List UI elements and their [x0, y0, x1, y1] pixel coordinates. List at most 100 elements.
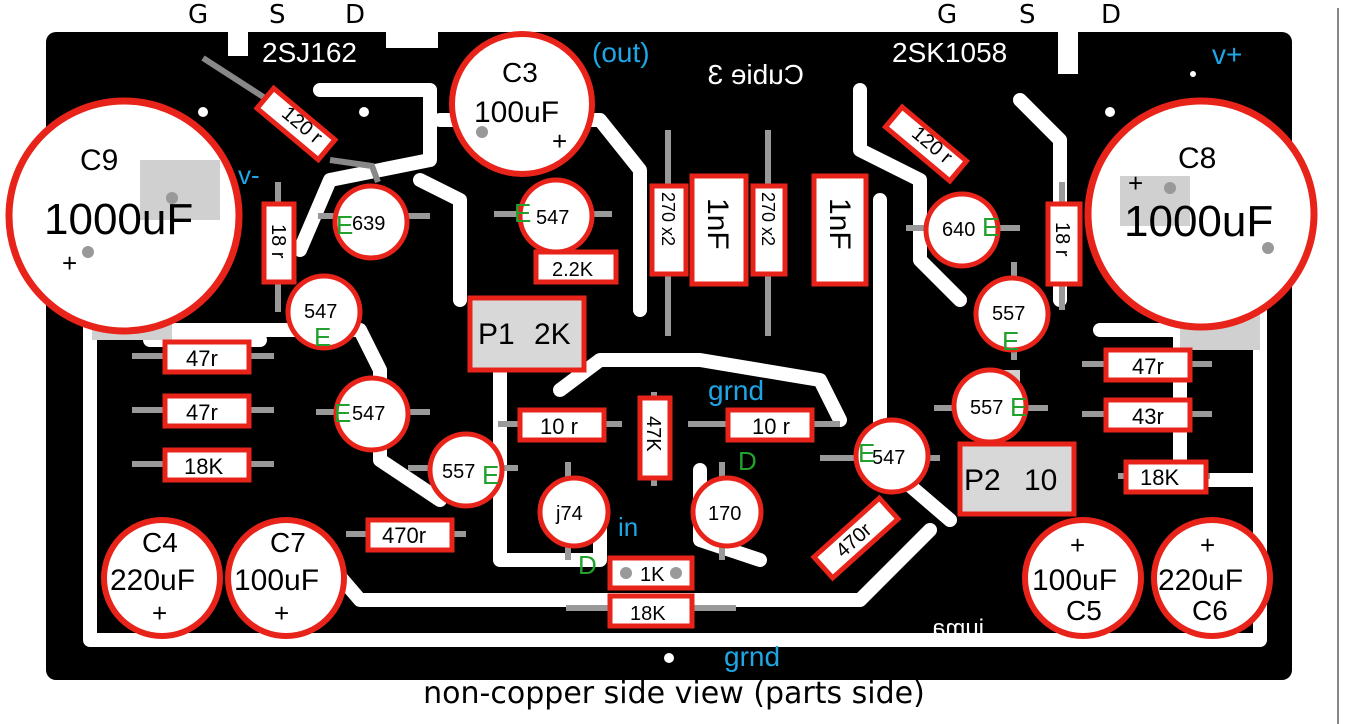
cap-c6-value: 220uF — [1158, 564, 1243, 597]
cap-c9: C9 1000uF + — [5, 97, 243, 335]
board-notch-mid — [386, 26, 438, 48]
mirrored-signature: juma — [931, 615, 985, 642]
resistor-18k-bottom: 18K — [607, 593, 695, 629]
resistor-47-a-label: 47r — [186, 346, 218, 371]
cap-c7: C7 100uF + — [225, 517, 347, 639]
resistor-2k2-label: 2.2K — [552, 259, 594, 281]
resistor-47k-label: 47K — [642, 416, 664, 452]
left-pin-g: G — [188, 0, 209, 30]
transistor-547-right: 547 E — [853, 417, 931, 495]
cap-1nf-b: 1nF — [811, 173, 869, 287]
gate-wire-left — [201, 55, 270, 103]
figure-caption: non-copper side view (parts side) — [423, 676, 925, 711]
cap-c4: C4 220uF + — [101, 517, 223, 639]
net-in-label: in — [618, 512, 638, 542]
transistor-639: 639 E — [332, 183, 410, 261]
cap-c3: C3 100uF + — [449, 31, 595, 177]
transistor-639-label: 639 — [352, 213, 385, 235]
transistor-j74: j74 D — [537, 475, 611, 580]
net-grnd-top-label: grnd — [708, 375, 764, 406]
pot-p1-value: 2K — [534, 318, 571, 351]
resistor-18k-left: 18K — [162, 447, 252, 483]
transistor-547-right-pin: E — [858, 438, 875, 468]
resistor-18-right-label: 18 r — [1051, 222, 1073, 257]
transistor-547-mid-pin: E — [334, 398, 351, 428]
transistor-557-right-label: 557 — [970, 397, 1003, 419]
pot-p2: P2 10 — [957, 441, 1077, 517]
transistor-557-left-pin: E — [482, 460, 499, 490]
right-pin-d: D — [1101, 0, 1122, 30]
resistor-18-left: 18 r — [261, 201, 297, 285]
resistor-2k2: 2.2K — [533, 249, 619, 285]
cap-c5-value: 100uF — [1032, 564, 1117, 597]
cap-c9-name: C9 — [80, 144, 118, 177]
resistor-18k-right-label: 18K — [1140, 465, 1179, 490]
cap-c3-value: 100uF — [474, 96, 559, 129]
cap-c9-value: 1000uF — [44, 195, 193, 244]
left-mosfet-label: 2SJ162 — [262, 37, 357, 68]
transistor-557-top: 557 E — [973, 275, 1051, 356]
transistor-547-left-pin: E — [314, 322, 331, 352]
cap-c6: + 220uF C6 — [1151, 517, 1273, 639]
transistor-547-left: 547 E — [285, 273, 363, 352]
resistor-470-a: 470r — [365, 517, 455, 553]
transistor-547-mid-label: 547 — [352, 403, 385, 425]
left-pin-d: D — [345, 0, 366, 30]
cap-c7-name: C7 — [270, 527, 306, 558]
resistor-270-a: 270 x2 — [649, 183, 689, 277]
net-grnd-bottom-label: grnd — [724, 641, 780, 672]
right-mosfet-label: 2SK1058 — [892, 37, 1007, 68]
mount-holes — [198, 71, 1196, 663]
resistor-18-left-label: 18 r — [267, 224, 289, 259]
transistor-640-pin: E — [982, 212, 999, 242]
transistor-547-left-label: 547 — [304, 301, 337, 323]
cap-c8-plus: + — [1128, 168, 1143, 198]
net-vplus-label: v+ — [1212, 39, 1242, 70]
cap-c4-plus: + — [152, 598, 167, 628]
resistor-18-right: 18 r — [1045, 201, 1083, 287]
net-vminus-label: v- — [238, 160, 260, 190]
board-notch-right — [1058, 26, 1078, 74]
resistor-47-c-label: 47r — [1132, 354, 1164, 379]
resistor-47-a: 47r — [162, 339, 252, 375]
resistor-120-right: 120 r — [881, 103, 971, 185]
transistor-547-mid: 547 E — [333, 375, 411, 453]
transistor-557-left-label: 557 — [442, 461, 475, 483]
transistor-640-label: 640 — [942, 219, 975, 241]
right-pin-s: S — [1019, 0, 1036, 30]
mirrored-board-title: Cubie 3 — [707, 59, 804, 90]
resistor-270-b: 270 x2 — [750, 183, 788, 277]
cap-c3-name: C3 — [502, 57, 538, 88]
resistor-10-a-label: 10 r — [540, 414, 578, 439]
resistor-270-a-label: 270 x2 — [658, 192, 678, 246]
gate-wire-right-down — [329, 157, 381, 184]
resistor-47-b: 47r — [162, 393, 252, 429]
resistor-10-a: 10 r — [517, 407, 607, 443]
resistor-18k-bottom-label: 18K — [630, 603, 666, 625]
resistor-10-b-label: 10 r — [752, 414, 790, 439]
pot-p2-value: 10 — [1024, 464, 1057, 497]
resistor-43-label: 43r — [1132, 404, 1164, 429]
cap-c9-plus: + — [62, 248, 77, 278]
cap-c8-name: C8 — [1178, 142, 1216, 175]
cap-1nf-b-label: 1nF — [823, 198, 856, 250]
transistor-547-right-label: 547 — [872, 447, 905, 469]
transistor-557-left: 557 E — [427, 431, 505, 509]
cap-c5-name: C5 — [1066, 595, 1102, 626]
transistor-547-top-label: 547 — [536, 207, 569, 229]
transistor-j74-pin: D — [578, 550, 597, 580]
transistor-170-label: 170 — [708, 503, 741, 525]
cap-c6-name: C6 — [1192, 595, 1228, 626]
cap-c6-plus: + — [1200, 530, 1215, 560]
cap-c7-plus: + — [274, 598, 289, 628]
resistor-18k-left-label: 18K — [184, 454, 223, 479]
transistor-557-top-pin: E — [1002, 326, 1019, 356]
resistor-270-b-label: 270 x2 — [758, 192, 778, 246]
pot-p1-name: P1 — [478, 318, 515, 351]
transistor-170-pin: D — [738, 446, 757, 476]
resistor-43: 43r — [1103, 397, 1193, 433]
cap-c5: + 100uF C5 — [1022, 517, 1144, 639]
transistor-557-right: 557 E — [951, 367, 1029, 445]
resistor-18k-right: 18K — [1123, 459, 1209, 495]
resistor-1k: 1K — [607, 555, 695, 591]
